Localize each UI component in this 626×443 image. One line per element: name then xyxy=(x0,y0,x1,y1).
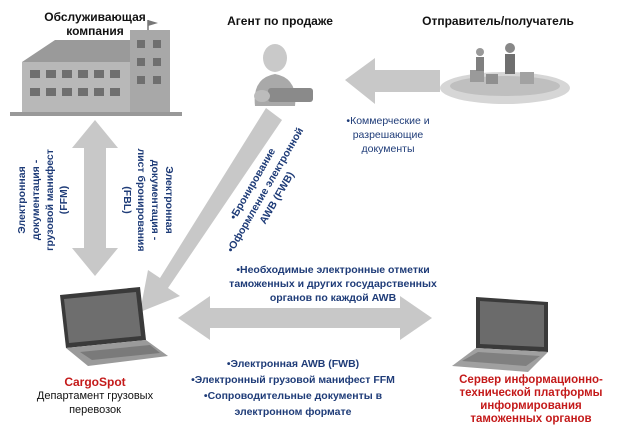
flow-fbl-line2: документация - xyxy=(149,159,161,241)
server-line3: информирования xyxy=(480,400,582,412)
flow-ffm: Электронная документация - грузовой мани… xyxy=(15,145,71,255)
arrow-sender-to-agent xyxy=(345,58,440,104)
flow-fbl-line4: (FBL) xyxy=(121,186,133,214)
flow-cs-line1: •Электронная AWB (FWB) xyxy=(226,358,360,370)
flow-sender-line3: документы xyxy=(361,143,415,155)
server-title: Сервер информационно- технической платфо… xyxy=(438,374,624,426)
flow-server-line2: таможенных и других государственных xyxy=(229,278,437,290)
sender-receiver-icon xyxy=(440,43,570,104)
flow-cs-line3: •Сопроводительные документы в xyxy=(203,390,383,402)
flow-sender-line1: •Коммерческие и xyxy=(346,115,430,127)
cargospot-name: CargoSpot xyxy=(64,375,126,389)
flow-fbl-line3: лист бронирования xyxy=(135,148,147,252)
cargospot-line2: перевозок xyxy=(69,404,121,416)
server-line4: таможенных органов xyxy=(470,413,592,425)
arrow-agent-to-cargospot xyxy=(140,108,282,312)
sales-agent-icon xyxy=(254,44,313,106)
service-company-line2: компания xyxy=(66,24,124,38)
flow-server-line3: органов по каждой AWB xyxy=(269,292,397,304)
sales-agent-title: Агент по продаже xyxy=(227,14,333,28)
flow-ffm-line4: (FFM) xyxy=(58,185,70,215)
flow-ffm-line1: Электронная xyxy=(16,166,28,234)
server-laptop-icon xyxy=(452,297,548,372)
server-line2: технической платформы xyxy=(459,387,603,399)
flow-server-line1: •Необходимые электронные отметки xyxy=(236,264,430,276)
flow-fbl: Электронная документация - лист брониров… xyxy=(120,142,176,258)
cargospot-laptop-icon xyxy=(60,287,168,366)
flow-sender-line2: разрешающие xyxy=(352,129,424,141)
cargospot-line1: Департамент грузовых xyxy=(36,390,154,402)
flow-server-to-cargospot: •Необходимые электронные отметки таможен… xyxy=(208,263,458,305)
building-icon xyxy=(10,20,182,116)
flow-cargospot-to-server: •Электронная AWB (FWB) •Электронный груз… xyxy=(178,356,408,420)
arrow-cargospot-server xyxy=(178,296,432,340)
flow-fbl-line1: Электронная xyxy=(163,166,175,234)
flow-cs-line2: •Электронный грузовой манифест FFM xyxy=(191,374,395,386)
arrow-company-cargospot xyxy=(72,120,118,276)
service-company-title: Обслуживающая компания xyxy=(20,10,170,38)
flow-cs-line4: электронном формате xyxy=(234,406,352,418)
server-line1: Сервер информационно- xyxy=(459,374,603,386)
flow-ffm-line3: грузовой манифест xyxy=(44,149,56,251)
flow-ffm-line2: документация - xyxy=(30,159,42,241)
cargospot-title: CargoSpot Департамент грузовых перевозок xyxy=(20,375,170,417)
flow-sender-to-agent: •Коммерческие и разрешающие документы xyxy=(333,114,443,156)
service-company-line1: Обслуживающая xyxy=(44,10,146,24)
sender-receiver-title: Отправитель/получатель xyxy=(422,14,574,28)
